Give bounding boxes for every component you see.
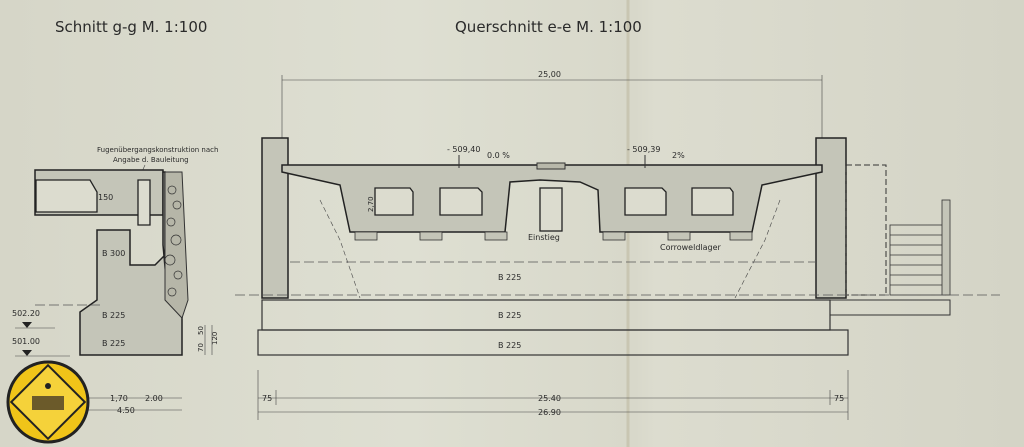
level-509-40: - 509,40 [447, 145, 480, 154]
level-509-39: - 509,39 [627, 145, 660, 154]
right-wall [815, 137, 847, 299]
manhole-label: Einstieg [528, 233, 560, 242]
tram-icon [32, 396, 64, 410]
footing [261, 299, 831, 331]
left-title: Schnitt g-g M. 1:100 [55, 18, 207, 36]
dim-70: 70 [197, 343, 205, 352]
concrete-b225-base: B 225 [102, 339, 125, 348]
dim-4-50: 4.50 [117, 406, 135, 415]
concrete-footing: B 225 [498, 311, 521, 320]
dim-2-00: 2.00 [145, 394, 163, 403]
dim-1-70: 1,70 [110, 394, 128, 403]
bearings [354, 231, 753, 241]
staircase [889, 199, 951, 296]
level-502-20: 502.20 [12, 309, 40, 318]
box-girder [281, 164, 823, 233]
concrete-b300: B 300 [102, 249, 125, 258]
dim-75-left: 75 [262, 394, 272, 403]
concrete-b225-mid: B 225 [102, 311, 125, 320]
manhole [539, 187, 563, 232]
dim-75-right: 75 [834, 394, 844, 403]
dim-120: 120 [211, 332, 219, 345]
dim-25-40: 25.40 [538, 394, 561, 403]
dim-50: 50 [197, 326, 205, 335]
level-501-00: 501.00 [12, 337, 40, 346]
section-e-e: 25,00 2,70 - 509,40 0.0 % - 509,39 [235, 70, 1000, 420]
concrete-base: B 225 [498, 341, 521, 350]
note-line-1: Fugenübergangskonstruktion nach [97, 146, 218, 154]
tram-club-logo [6, 360, 90, 444]
slope-right: 2% [672, 151, 685, 160]
slope-left: 0.0 % [487, 151, 510, 160]
left-wall [261, 137, 289, 299]
dim-25-00: 25,00 [538, 70, 561, 79]
dim-2-70: 2,70 [367, 196, 375, 212]
note-line-2: Angabe d. Bauleitung [113, 156, 189, 164]
base-slab [257, 329, 849, 356]
section-g-g: Fugenübergangskonstruktion nach Angabe d… [12, 146, 219, 415]
concrete-pier: B 225 [498, 273, 521, 282]
main-title: Querschnitt e-e M. 1:100 [455, 18, 642, 36]
dim-150: 150 [98, 193, 113, 202]
bearing-label: Corroweldlager [660, 243, 722, 252]
dim-26-90: 26.90 [538, 408, 561, 417]
